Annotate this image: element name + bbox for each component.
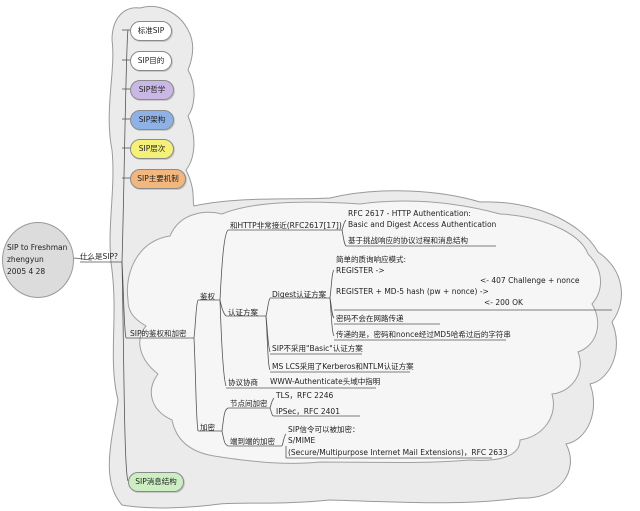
no-basic-label: SIP不采用"Basic"认证方案 bbox=[272, 344, 363, 353]
root-date: 2005 4 28 bbox=[7, 267, 46, 276]
topic-sip-mechanism[interactable]: SIP主要机制 bbox=[130, 169, 186, 189]
topics-trunk bbox=[121, 29, 129, 263]
topic-sip-architecture[interactable]: SIP架构 bbox=[130, 110, 174, 130]
digest-label[interactable]: Digest认证方案 bbox=[272, 290, 327, 299]
topic-sip-message-structure[interactable]: SIP消息结构 bbox=[128, 472, 184, 492]
register-label: REGISTER -> bbox=[336, 266, 385, 275]
root-title: SIP to Freshman bbox=[7, 243, 68, 252]
www-auth-label: WWW-Authenticate头域中指明 bbox=[270, 377, 381, 386]
topic-sip-philosophy[interactable]: SIP哲学 bbox=[130, 80, 174, 100]
main-topic-label[interactable]: 什么是SIP? bbox=[80, 252, 118, 261]
http-close-label[interactable]: 和HTTP非常接近(RFC2617[17]) bbox=[230, 221, 342, 230]
topic-standard-sip[interactable]: 标准SIP bbox=[130, 21, 172, 41]
negotiate-label[interactable]: 协议协商 bbox=[228, 378, 258, 387]
ok-label: <- 200 OK bbox=[484, 298, 523, 307]
topic-sip-layers[interactable]: SIP层次 bbox=[130, 139, 174, 159]
connector-lines bbox=[71, 29, 612, 482]
scheme-label[interactable]: 认证方案 bbox=[228, 308, 258, 317]
register-md5-label: REGISTER + MD-5 hash (pw + nonce) -> bbox=[336, 287, 489, 296]
ipsec-label: IPSec，RFC 2401 bbox=[276, 407, 340, 416]
hop-encrypt-label[interactable]: 节点间加密 bbox=[230, 399, 268, 408]
smime-line3: (Secure/Multipurpose Internet Mail Exten… bbox=[288, 448, 508, 457]
simple-cr-label: 简单的质询响应模式: bbox=[336, 255, 407, 264]
encrypt-label[interactable]: 加密 bbox=[200, 423, 215, 432]
challenge-label: <- 407 Challenge + nonce bbox=[480, 276, 580, 285]
ms-lcs-label: MS LCS采用了Kerberos和NTLM认证方案 bbox=[272, 362, 414, 371]
auth-topic-label[interactable]: SIP的鉴权和加密 bbox=[130, 329, 187, 338]
smime-line1: SIP信令可以被加密： bbox=[288, 425, 360, 434]
rfc2617-line2: Basic and Digest Access Authentication bbox=[348, 220, 497, 229]
no-password-label: 密码不会在网路传递 bbox=[336, 314, 404, 323]
tls-label: TLS，RFC 2246 bbox=[276, 391, 334, 400]
authn-label[interactable]: 鉴权 bbox=[200, 292, 215, 301]
challenge-based-label: 基于挑战响应的协议过程和消息结构 bbox=[348, 236, 468, 245]
smime-line2: S/MIME bbox=[288, 436, 316, 445]
rfc2617-line1: RFC 2617 - HTTP Authentication: bbox=[348, 209, 471, 218]
root-author: zhengyun bbox=[7, 255, 44, 264]
root-node[interactable]: SIP to Freshman zhengyun 2005 4 28 bbox=[2, 222, 74, 298]
auth-cloud bbox=[126, 200, 601, 464]
md5-pass-label: 传递的是，密码和nonce经过MD5哈希过后的字符串 bbox=[336, 330, 511, 339]
e2e-encrypt-label[interactable]: 端到端的加密 bbox=[230, 437, 275, 446]
topic-sip-purpose[interactable]: SIP目的 bbox=[130, 51, 172, 71]
